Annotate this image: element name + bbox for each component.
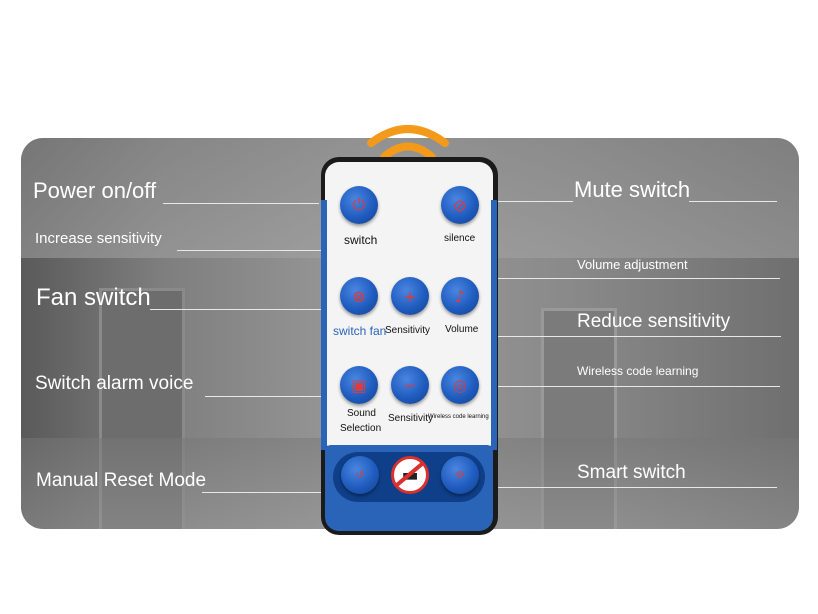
leader-line-power — [163, 203, 319, 204]
label-wireless-code-learning: Wireless code learning — [577, 364, 699, 378]
smart-switch-button[interactable]: ⚙ — [441, 456, 479, 494]
smart-icon: ⚙ — [455, 469, 465, 481]
label-switch-alarm-voice: Switch alarm voice — [35, 373, 194, 394]
wireless-learning-label: Wireless code learning — [428, 414, 489, 420]
sensitivity-minus-label: Sensitivity — [388, 413, 434, 424]
plus-icon: + — [403, 286, 417, 306]
sound-selection-label-2: Selection — [340, 423, 382, 434]
label-smart-switch: Smart switch — [577, 462, 686, 483]
minus-icon: − — [403, 375, 417, 395]
bell-icon: ▣ — [351, 375, 367, 395]
remote-trim-right — [491, 200, 497, 450]
leader-line-alarm — [205, 396, 322, 397]
label-volume-adjustment: Volume adjustment — [577, 257, 688, 272]
label-power: Power on/off — [33, 178, 157, 203]
leader-line-manual — [202, 492, 322, 493]
remote-trim-left — [321, 200, 327, 450]
speaker-mute-icon: ⊘ — [453, 195, 467, 215]
sensitivity-plus-button[interactable]: + — [391, 277, 429, 315]
volume-button[interactable]: ♪ — [441, 277, 479, 315]
leader-line-reduce — [488, 336, 781, 337]
wireless-icon: ◎ — [453, 375, 467, 395]
manual-reset-button[interactable]: ↺ — [341, 456, 379, 494]
sensitivity-minus-button[interactable]: − — [391, 366, 429, 404]
label-fan-switch: Fan switch — [36, 284, 151, 311]
fan-button-label: switch fan — [333, 324, 387, 338]
volume-button-label: Volume — [445, 324, 479, 335]
fan-button[interactable]: ⊗ — [340, 277, 378, 315]
power-button-label: switch — [344, 233, 378, 247]
sensitivity-plus-label: Sensitivity — [385, 325, 431, 336]
leader-line-mute-a — [483, 201, 573, 202]
sound-selection-button[interactable]: ▣ — [340, 366, 378, 404]
sound-selection-label-1: Sound — [347, 408, 376, 419]
silence-button[interactable]: ⊘ — [441, 186, 479, 224]
power-icon: ⏻ — [352, 195, 366, 214]
wireless-learning-button[interactable]: ◎ — [441, 366, 479, 404]
reset-icon: ↺ — [355, 469, 365, 481]
leader-line-volume — [490, 278, 780, 279]
power-button[interactable]: ⏻ — [340, 186, 378, 224]
label-manual-reset: Manual Reset Mode — [36, 470, 207, 491]
label-increase-sensitivity: Increase sensitivity — [35, 230, 162, 247]
leader-line-smart — [470, 487, 777, 488]
leader-line-increase — [177, 250, 330, 251]
fan-icon: ⊗ — [352, 286, 366, 306]
silence-button-label: silence — [444, 233, 476, 244]
no-smoking-icon: ▬ — [391, 456, 429, 494]
volume-icon: ♪ — [454, 286, 466, 306]
leader-line-mute-b — [689, 201, 777, 202]
label-mute-switch: Mute switch — [574, 177, 691, 202]
label-reduce-sensitivity: Reduce sensitivity — [577, 311, 731, 332]
leader-line-wireless — [484, 386, 780, 387]
leader-line-fan — [150, 309, 327, 310]
